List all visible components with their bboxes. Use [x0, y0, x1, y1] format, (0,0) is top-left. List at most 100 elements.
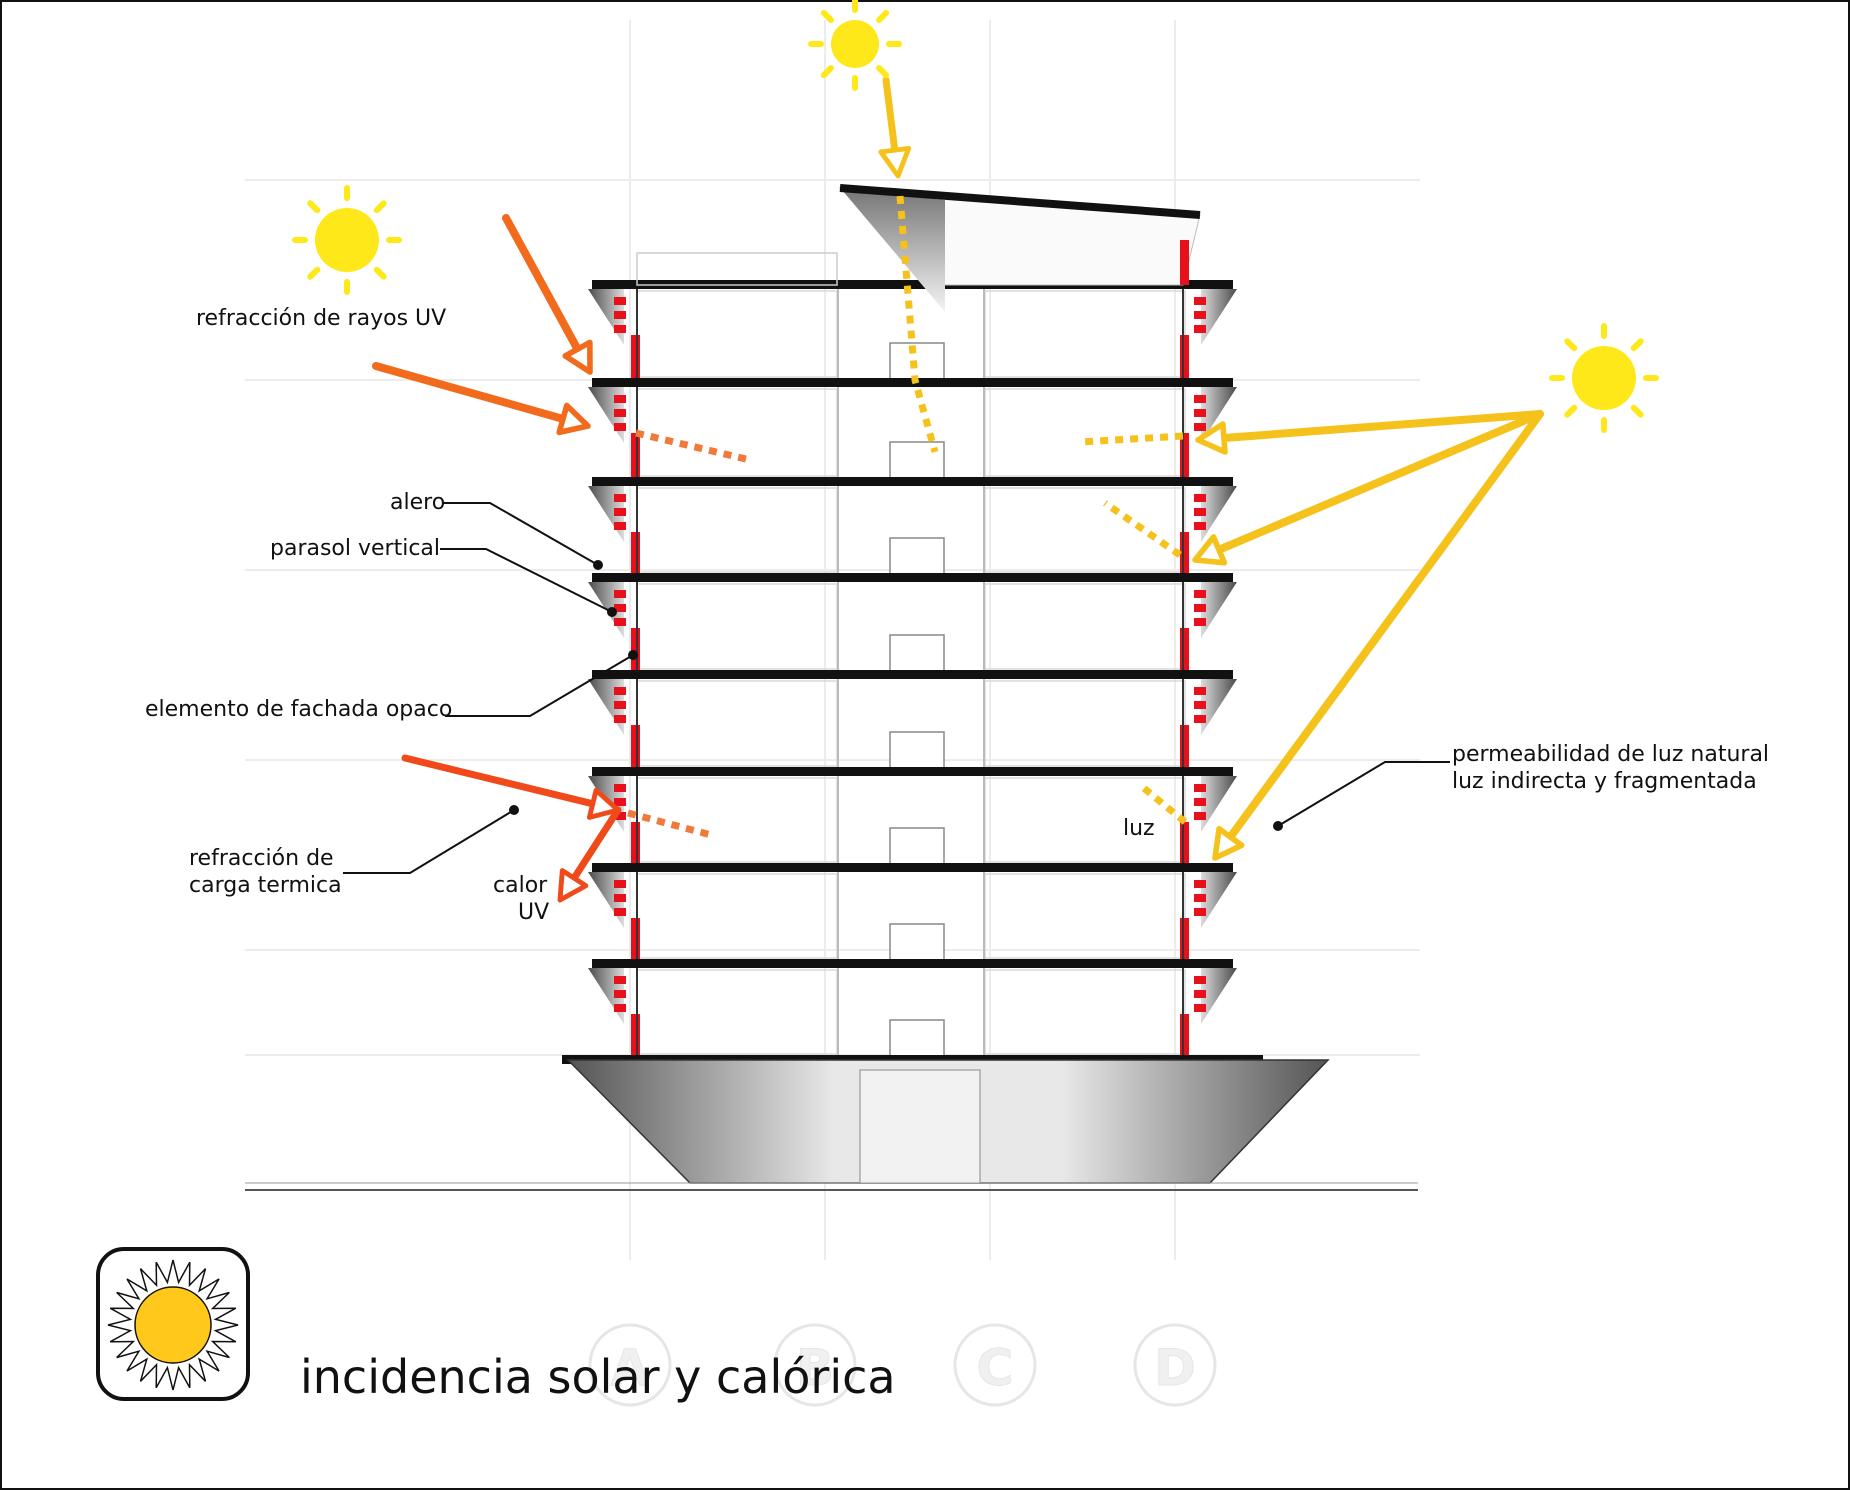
facade-fin	[614, 1004, 626, 1012]
facade-fin	[614, 590, 626, 598]
leader-eave	[443, 502, 603, 570]
facade-fin	[614, 409, 626, 417]
vertical-sunshade-left	[631, 1014, 640, 1058]
floor-slab	[592, 767, 1233, 776]
stair-core	[889, 537, 945, 577]
sun-left	[292, 185, 402, 295]
daylight-dotted	[1103, 500, 1182, 558]
vertical-sunshade-right	[1180, 532, 1189, 576]
facade-fin	[614, 311, 626, 319]
facade-fin	[1194, 522, 1206, 530]
facade-fin	[1194, 976, 1206, 984]
room-outline	[984, 777, 1186, 863]
daylight-dotted	[1137, 782, 1188, 825]
facade-fin	[614, 880, 626, 888]
label-thermal-refraction-line2: carga termica	[189, 873, 342, 898]
room-outline	[636, 873, 838, 959]
room-outline	[984, 487, 1186, 573]
vertical-sunshade-left	[631, 335, 640, 381]
vertical-sunshade-left	[631, 433, 640, 480]
legend-title: incidencia solar y calórica	[300, 1350, 896, 1404]
floor-slab	[592, 477, 1233, 486]
grid-axis-letter: C	[977, 1339, 1014, 1397]
grid-axis-circle	[953, 1323, 1037, 1407]
stair-core	[889, 634, 945, 674]
solar-rays	[372, 76, 1544, 903]
eave-shadow-right	[1201, 872, 1237, 928]
daylight-ray-arrow	[1195, 410, 1544, 455]
leader-lines	[343, 502, 1450, 874]
label-opaque-facade: elemento de fachada opaco	[145, 697, 453, 722]
eave-shadow-right	[1201, 679, 1237, 735]
vertical-sunshade-left	[631, 725, 640, 770]
room-outline	[636, 969, 838, 1055]
vertical-sunshade-left	[631, 628, 640, 673]
label-vertical-sunshade: parasol vertical	[270, 536, 441, 561]
facade-fin	[1194, 590, 1206, 598]
sun-top	[808, 0, 902, 91]
label-uv-refraction: refracción de rayos UV	[196, 306, 447, 331]
facade-fin	[1194, 880, 1206, 888]
room-outline	[984, 583, 1186, 670]
base-core	[859, 1069, 981, 1184]
uv-ray-arrow	[502, 214, 593, 375]
room-outline	[636, 777, 838, 863]
vertical-sunshade-right	[1180, 1014, 1189, 1058]
facade-fin	[614, 798, 626, 806]
floor-slab	[592, 959, 1233, 968]
skylight-ray-arrow	[878, 76, 912, 179]
eave-shadow-right	[1201, 776, 1237, 832]
sun-right	[1549, 323, 1659, 433]
daylight-dotted	[1079, 432, 1184, 446]
room-outline	[984, 290, 1186, 378]
facade-fin	[614, 395, 626, 403]
facade-fin	[614, 990, 626, 998]
facade-fin	[1194, 494, 1206, 502]
building-base	[245, 1059, 1418, 1191]
facade-fin	[1194, 894, 1206, 902]
room-outline	[636, 290, 838, 378]
floor-slab	[592, 280, 1233, 289]
facade-fin	[614, 784, 626, 792]
floor-slab	[592, 573, 1233, 582]
vertical-sunshade-left	[631, 918, 640, 962]
building-floors	[562, 280, 1263, 1064]
roof-slab	[839, 184, 1201, 219]
vertical-sunshade-left	[631, 822, 640, 866]
facade-fin	[614, 508, 626, 516]
grid-axis-letter: A	[611, 1339, 650, 1397]
facade-fin	[1194, 508, 1206, 516]
facade-fin	[1194, 784, 1206, 792]
stair-core	[889, 731, 945, 771]
facade-fin	[614, 423, 626, 431]
facade-fin	[614, 976, 626, 984]
vertical-sunshade-right	[1180, 725, 1189, 770]
facade-fin	[614, 812, 626, 820]
facade-fin	[1194, 687, 1206, 695]
facade-fin	[614, 325, 626, 333]
leader-opaque-facade	[445, 650, 638, 717]
room-outline	[636, 487, 838, 573]
facade-fin	[1194, 798, 1206, 806]
leader-natural-light	[1273, 761, 1450, 831]
legend-sun-disc	[134, 1286, 212, 1364]
eave-shadow-right	[1201, 486, 1237, 542]
facade-fin	[1194, 1004, 1206, 1012]
daylight-ray-arrow	[1192, 410, 1544, 566]
skylight-dotted-path	[896, 195, 939, 453]
uv-refracted-dotted	[635, 429, 751, 464]
facade-fin	[614, 894, 626, 902]
suns	[292, 0, 1659, 433]
leader-vertical-sunshade	[440, 548, 617, 617]
eave-shadow-right	[1201, 289, 1237, 345]
facade-fin	[614, 701, 626, 709]
vertical-sunshade-left	[631, 532, 640, 576]
room-outline	[984, 388, 1186, 477]
room-outline	[984, 680, 1186, 767]
stair-core	[889, 923, 945, 963]
facade-fin	[1194, 395, 1206, 403]
facade-fin	[614, 687, 626, 695]
room-outline	[636, 680, 838, 767]
grid-axis-circle	[588, 1323, 672, 1407]
